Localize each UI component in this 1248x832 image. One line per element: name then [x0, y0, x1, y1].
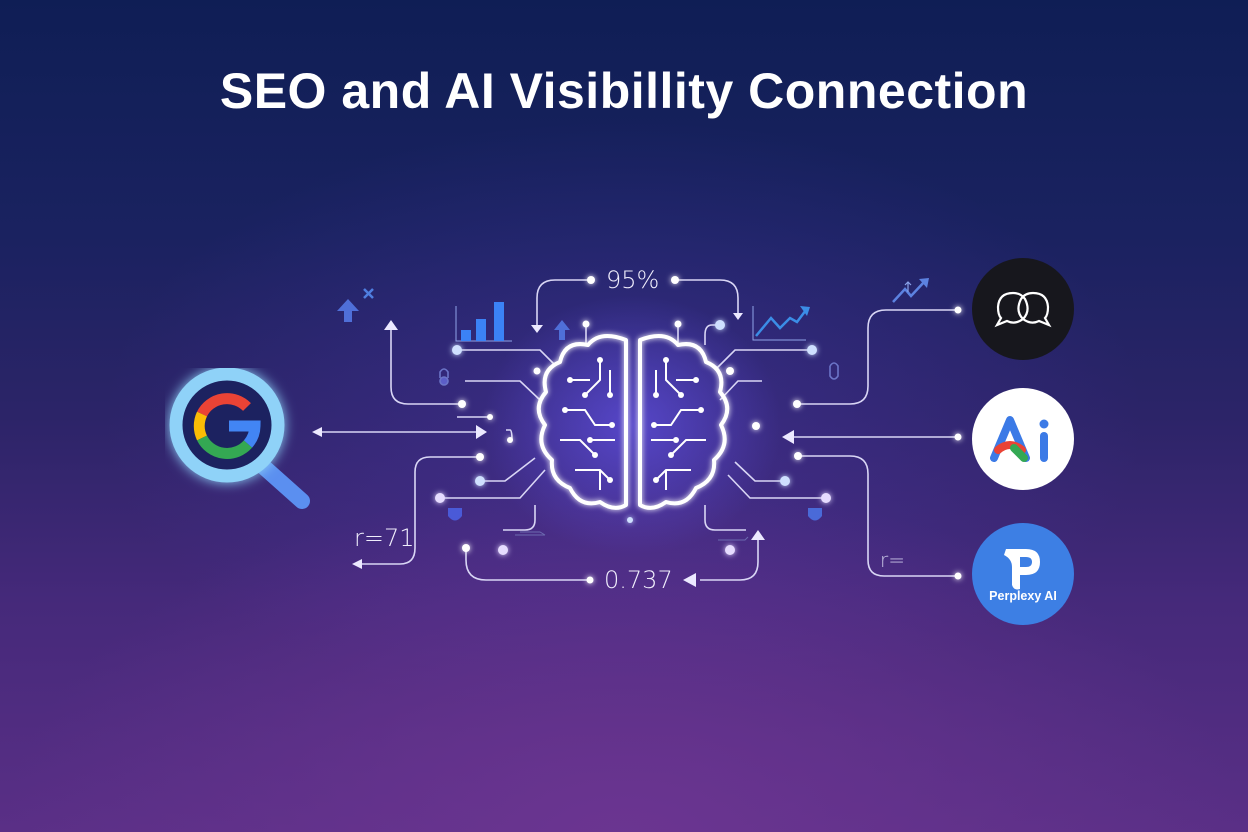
node-dots	[435, 276, 962, 584]
bottom-value-label: 0.737	[604, 566, 673, 594]
right-correlation-label: r=	[880, 548, 905, 572]
trend-up-arrow-icon	[892, 278, 929, 303]
shield-icon	[448, 508, 822, 521]
arrow-up-icon	[554, 320, 570, 340]
perplexity-node[interactable]: Perplexy AI	[972, 523, 1074, 625]
trend-line-chart-icon	[752, 306, 810, 341]
arrow-up-x-icon	[337, 288, 374, 322]
circuit-brain-icon	[536, 334, 730, 510]
chat-ai-node[interactable]	[972, 258, 1074, 360]
ai-logo-node[interactable]: Ai	[972, 388, 1074, 490]
perplexity-label: Perplexy AI	[989, 589, 1057, 603]
brain-circuits	[560, 360, 706, 490]
left-correlation-label: r=71	[354, 524, 415, 552]
lock-icon	[439, 362, 839, 386]
top-percentage-label: 95%	[606, 266, 660, 294]
brain-circuit-dots	[562, 357, 704, 483]
page-title: SEO and AI Visibillity Connection	[219, 63, 1029, 119]
key-icon	[515, 531, 749, 541]
ai-logo-icon	[990, 416, 1049, 462]
google-search-node[interactable]	[165, 367, 315, 518]
arrowheads	[312, 313, 794, 587]
perplexity-icon	[1004, 549, 1040, 590]
chat-bubbles-icon	[994, 291, 1052, 328]
connector-lines	[318, 279, 958, 581]
bar-chart-icon	[455, 302, 512, 342]
google-search-magnifier-icon	[169, 367, 310, 509]
